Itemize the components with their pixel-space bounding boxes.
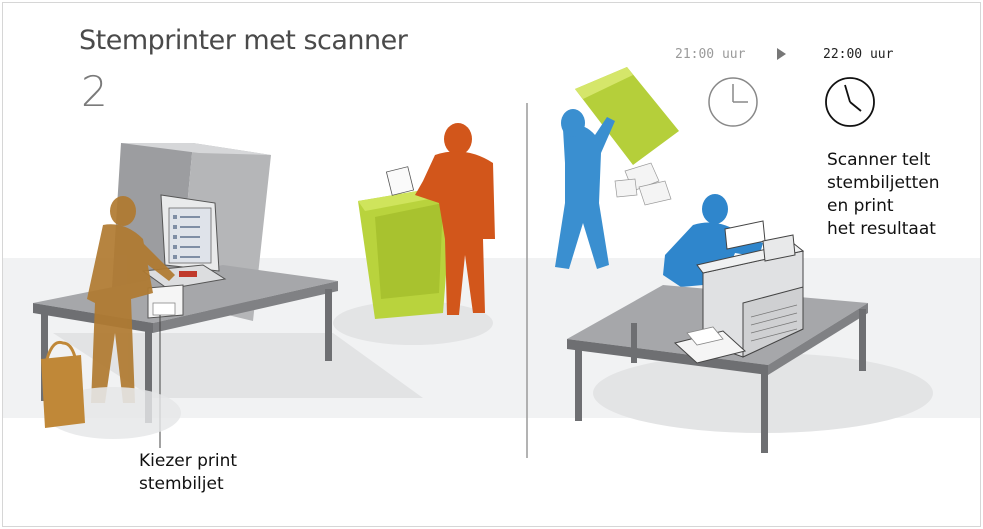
clock-end xyxy=(826,78,874,126)
time-end-label: 22:00 uur xyxy=(823,47,893,62)
time-start-label: 21:00 uur xyxy=(675,47,745,62)
scanner-caption: Scanner telt stembiljetten en print het … xyxy=(827,149,940,241)
scene-illustration xyxy=(3,3,980,526)
clock-start xyxy=(709,78,757,126)
step-number: 2 xyxy=(81,67,108,116)
voter-caption-line1: Kiezer print xyxy=(139,450,237,473)
scanner-caption-line2: stembiljetten xyxy=(827,172,940,195)
worker-tipping-box xyxy=(555,67,679,269)
scanner-caption-line1: Scanner telt xyxy=(827,149,940,172)
voter-caption: Kiezer print stembiljet xyxy=(139,450,237,496)
scanner-caption-line3: en print xyxy=(827,195,940,218)
scanner-caption-line4: het resultaat xyxy=(827,218,940,241)
voter-caption-line2: stembiljet xyxy=(139,473,237,496)
play-triangle-icon xyxy=(777,48,786,60)
page-title: Stemprinter met scanner xyxy=(79,25,407,56)
